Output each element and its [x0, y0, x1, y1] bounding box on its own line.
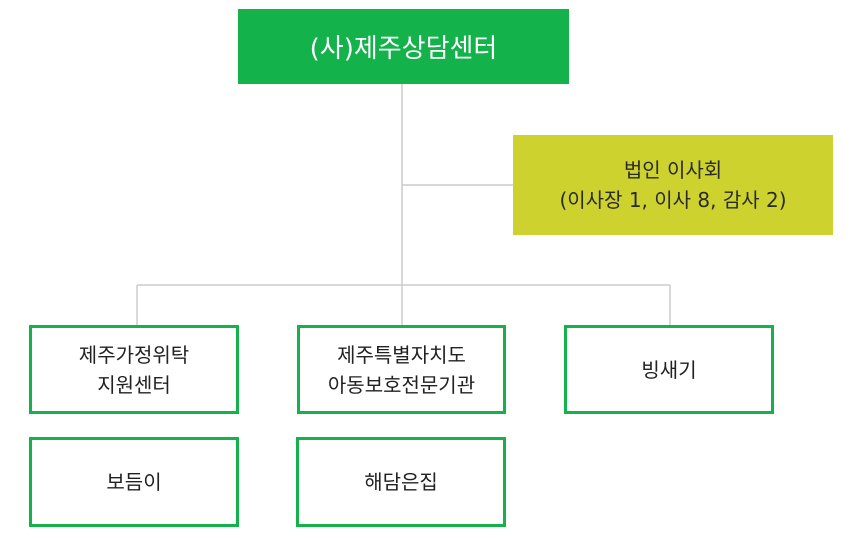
unit-label: 해담은집: [364, 470, 438, 494]
unit-node-bingsaegi: 빙새기: [564, 325, 774, 414]
unit-node-bodeumi: 보듬이: [29, 437, 239, 527]
unit-label-line2: 아동보호전문기관: [327, 372, 476, 397]
root-node: (사)제주상담센터: [238, 9, 569, 84]
unit-label-line1: 제주특별자치도: [337, 342, 466, 367]
unit-node-foster-care-center: 제주가정위탁 지원센터: [29, 325, 239, 414]
unit-node-haedameunjip: 해담은집: [296, 437, 506, 527]
unit-label-line2: 지원센터: [97, 372, 171, 397]
unit-label: 빙새기: [641, 357, 697, 382]
unit-label: 보듬이: [106, 470, 162, 494]
unit-node-child-protection-agency: 제주특별자치도 아동보호전문기관: [297, 325, 506, 414]
board-label-line1: 법인 이사회: [623, 158, 723, 182]
board-label-line2: (이사장 1, 이사 8, 감사 2): [559, 188, 787, 212]
board-node: 법인 이사회 (이사장 1, 이사 8, 감사 2): [513, 135, 833, 235]
root-label: (사)제주상담센터: [309, 34, 498, 64]
unit-label-line1: 제주가정위탁: [78, 342, 190, 367]
